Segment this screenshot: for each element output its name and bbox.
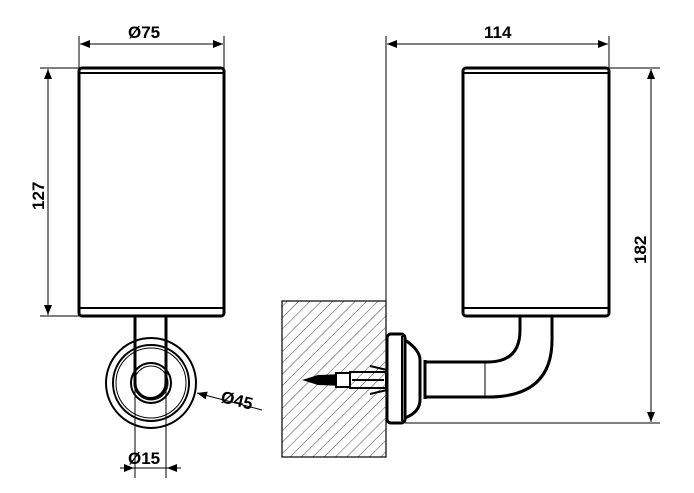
dim-diameter-15: Ø15 <box>128 449 160 468</box>
dim-height-127: 127 <box>29 182 48 210</box>
cup-body-side <box>461 66 611 318</box>
dim-diameter-75: Ø75 <box>128 23 160 42</box>
screw-anchor <box>302 365 388 395</box>
side-view: 114 182 <box>281 23 660 458</box>
dim-height-182: 182 <box>631 236 650 264</box>
dim-diameter-45: Ø45 <box>219 387 255 413</box>
front-view: Ø75 127 Ø15 Ø45 <box>29 23 263 478</box>
wall-flange <box>385 332 422 425</box>
dim-depth-114: 114 <box>484 23 512 42</box>
flange-rosette <box>105 337 197 429</box>
arm <box>423 316 554 399</box>
stem <box>133 316 168 400</box>
cup-body <box>77 66 226 318</box>
